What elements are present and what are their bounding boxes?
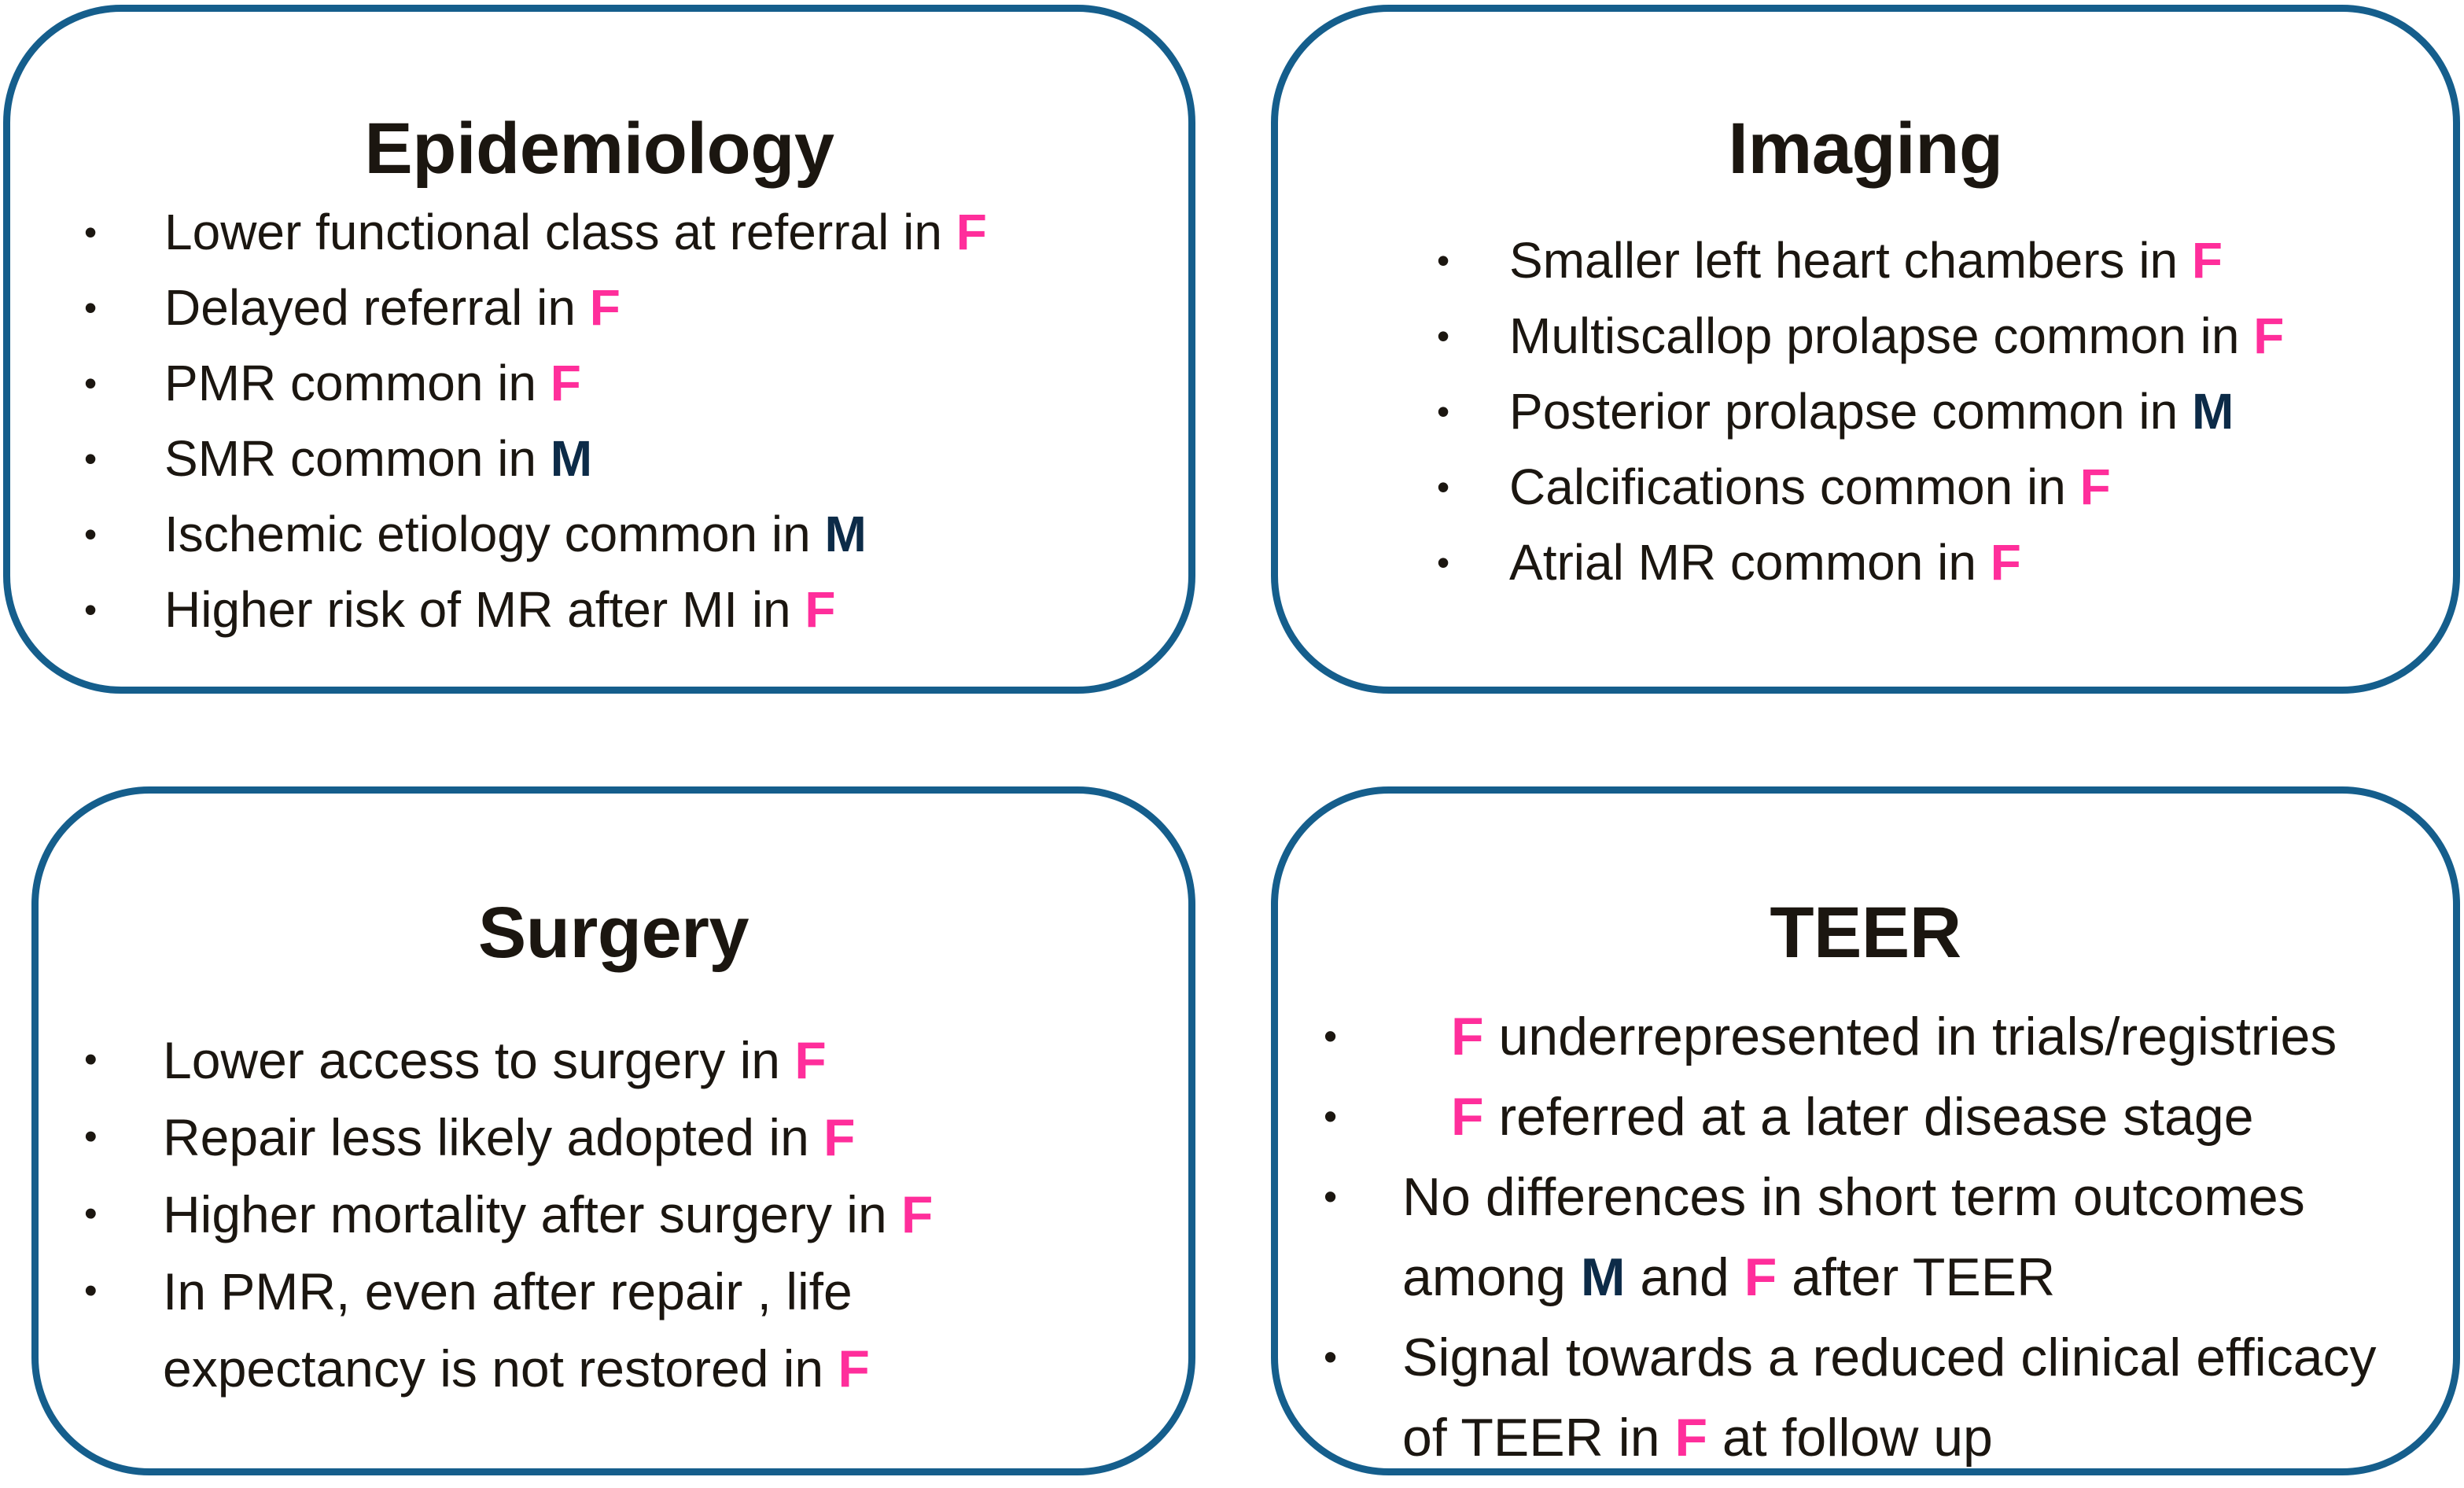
bullet-text: SMR common in — [164, 430, 551, 487]
bullet-text: In PMR, even after repair , life expecta… — [163, 1262, 853, 1398]
bullet-text: Smaller left heart chambers in — [1509, 232, 2192, 289]
list-item: Multiscallop prolapse common in F — [1431, 298, 2414, 374]
bullet-text: Calcifications common in — [1509, 459, 2080, 515]
list-item: F referred at a later disease stage — [1316, 1077, 2417, 1157]
male-marker: M — [2191, 383, 2234, 440]
female-marker: F — [901, 1185, 934, 1243]
list-item: Atrial MR common in F — [1431, 525, 2414, 600]
panel-imaging: Imaging Smaller left heart chambers in F… — [1271, 5, 2460, 694]
bullet-text: Atrial MR common in — [1509, 534, 1991, 591]
bullet-text: underrepresented in trials/registries — [1483, 1007, 2337, 1066]
female-marker: F — [838, 1339, 870, 1398]
female-marker: F — [1674, 1408, 1707, 1468]
list-item: Signal towards a reduced clinical effica… — [1316, 1317, 2417, 1478]
list-item: No differences in short term outcomes am… — [1316, 1157, 2417, 1317]
bullet-text: Signal towards a reduced clinical effica… — [1402, 1328, 2377, 1468]
bullet-text: Lower functional class at referral in — [164, 204, 956, 260]
list-item: Repair less likely adopted in F — [78, 1099, 1116, 1176]
list-item: F underrepresented in trials/registries — [1316, 996, 2417, 1077]
female-marker: F — [1451, 1007, 1484, 1066]
list-item: PMR common in F — [78, 345, 1140, 421]
panel-surgery: Surgery Lower access to surgery in FRepa… — [31, 786, 1195, 1475]
bullet-list-imaging: Smaller left heart chambers in FMultisca… — [1431, 223, 2414, 600]
female-marker: F — [2191, 232, 2223, 289]
bullet-text: No differences in short term outcomes am… — [1402, 1167, 2305, 1307]
panel-title-teer: TEER — [1770, 893, 1961, 974]
female-marker: F — [794, 1031, 827, 1089]
list-item: Smaller left heart chambers in F — [1431, 223, 2414, 298]
bullet-text: Ischemic etiology common in — [164, 506, 825, 562]
panel-teer: TEER F underrepresented in trials/regist… — [1271, 786, 2460, 1475]
female-marker: F — [805, 581, 836, 638]
list-item: SMR common in M — [78, 421, 1140, 496]
bullet-list-epidemiology: Lower functional class at referral in FD… — [78, 194, 1140, 647]
male-marker: M — [550, 430, 593, 487]
female-marker: F — [589, 279, 621, 336]
list-item: Calcifications common in F — [1431, 449, 2414, 525]
female-marker: F — [1744, 1247, 1777, 1307]
bullet-text: Posterior prolapse common in — [1509, 383, 2192, 440]
list-item: Lower access to surgery in F — [78, 1022, 1116, 1099]
female-marker: F — [2079, 459, 2111, 515]
male-marker: M — [1580, 1247, 1626, 1307]
bullet-text: after TEER — [1777, 1247, 2056, 1307]
bullet-text: Lower access to surgery in — [163, 1031, 795, 1089]
list-item: Ischemic etiology common in M — [78, 496, 1140, 572]
panel-epidemiology: Epidemiology Lower functional class at r… — [3, 5, 1195, 694]
female-marker: F — [1990, 534, 2021, 591]
bullet-text: Higher mortality after surgery in — [163, 1185, 901, 1243]
bullet-text: Repair less likely adopted in — [163, 1108, 824, 1166]
list-item: Posterior prolapse common in M — [1431, 374, 2414, 449]
panel-title-surgery: Surgery — [477, 893, 750, 974]
bullet-text: Delayed referral in — [164, 279, 590, 336]
list-item: Higher risk of MR after MI in F — [78, 572, 1140, 647]
female-marker: F — [550, 355, 581, 411]
female-marker: F — [1451, 1087, 1484, 1147]
bullet-text: Multiscallop prolapse common in — [1509, 308, 2254, 364]
female-marker: F — [2253, 308, 2285, 364]
bullet-text: Higher risk of MR after MI in — [164, 581, 805, 638]
list-item: Delayed referral in F — [78, 270, 1140, 345]
panel-title-epidemiology: Epidemiology — [364, 109, 834, 190]
list-item: Lower functional class at referral in F — [78, 194, 1140, 270]
list-item: Higher mortality after surgery in F — [78, 1176, 1116, 1253]
list-item: In PMR, even after repair , life expecta… — [78, 1253, 1116, 1407]
bullet-text: at follow up — [1707, 1408, 1993, 1468]
female-marker: F — [823, 1108, 856, 1166]
bullet-text: referred at a later disease stage — [1483, 1087, 2254, 1147]
female-marker: F — [956, 204, 987, 260]
panel-title-imaging: Imaging — [1728, 109, 2003, 190]
bullet-text: and — [1625, 1247, 1744, 1307]
male-marker: M — [824, 506, 867, 562]
bullet-list-surgery: Lower access to surgery in FRepair less … — [78, 1022, 1116, 1407]
bullet-text: PMR common in — [164, 355, 551, 411]
bullet-list-teer: F underrepresented in trials/registriesF… — [1316, 996, 2417, 1478]
